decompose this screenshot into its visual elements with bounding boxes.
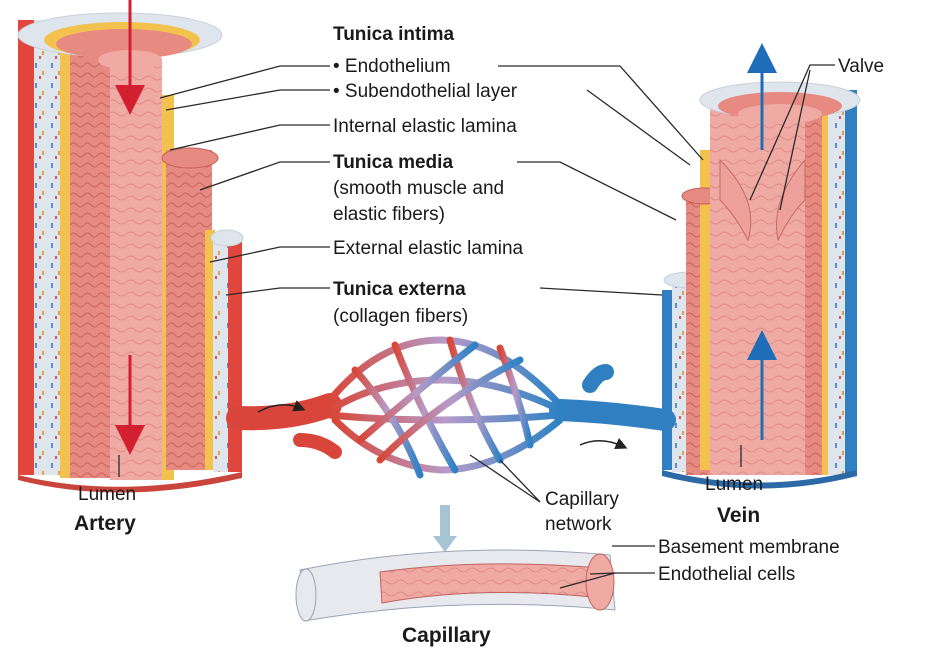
- label-external-elastic-lamina: External elastic lamina: [333, 238, 524, 259]
- artery-illustration: [18, 0, 243, 493]
- label-tunica-media-desc-2: elastic fibers): [333, 204, 445, 225]
- label-tunica-media-desc-1: (smooth muscle and: [333, 178, 504, 199]
- label-artery: Artery: [74, 512, 136, 535]
- vein-illustration: [662, 58, 860, 489]
- label-capillary: Capillary: [402, 624, 491, 647]
- label-capillary-network-2: network: [545, 514, 612, 535]
- label-subendothelial-layer: • Subendothelial layer: [333, 81, 518, 102]
- label-tunica-externa: Tunica externa: [333, 279, 466, 300]
- label-basement-membrane: Basement membrane: [658, 537, 840, 558]
- label-valve: Valve: [838, 56, 884, 77]
- label-vein: Vein: [717, 504, 760, 527]
- label-lumen-vein: Lumen: [705, 474, 763, 495]
- label-internal-elastic-lamina: Internal elastic lamina: [333, 116, 517, 137]
- label-lumen-artery: Lumen: [78, 484, 136, 505]
- label-tunica-media: Tunica media: [333, 152, 453, 173]
- label-capillary-network-1: Capillary: [545, 489, 619, 510]
- label-endothelium: • Endothelium: [333, 56, 451, 77]
- label-tunica-intima: Tunica intima: [333, 24, 454, 45]
- label-tunica-externa-desc: (collagen fibers): [333, 306, 468, 327]
- label-endothelial-cells: Endothelial cells: [658, 564, 795, 585]
